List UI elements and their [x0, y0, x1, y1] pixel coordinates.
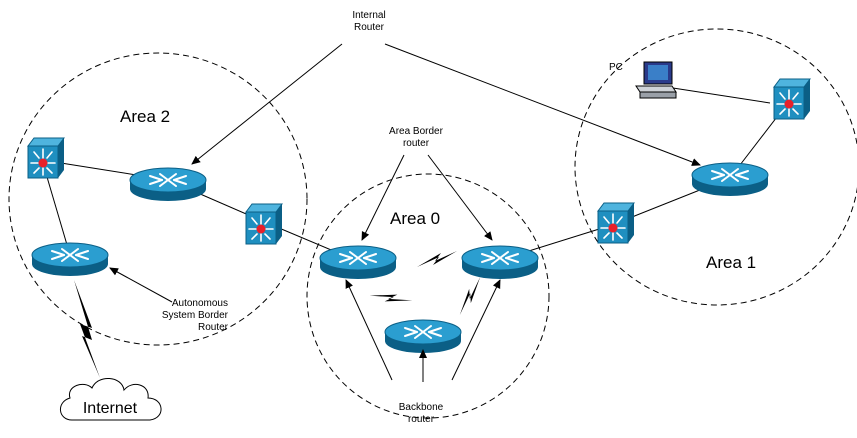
switch-icon [27, 137, 65, 179]
area-0-boundary [306, 173, 550, 419]
asbr-label-line2: System Border [162, 310, 229, 321]
area-2-label: Area 2 [120, 107, 170, 126]
abr-label-line2: router [403, 138, 430, 149]
area-2-boundary [8, 52, 308, 346]
router-icon [384, 319, 462, 354]
pc-icon [635, 61, 677, 99]
switch-icon [773, 78, 811, 120]
internet-label: Internet [83, 400, 138, 417]
area-0-label: Area 0 [390, 209, 440, 228]
router-icon [691, 162, 769, 197]
serial-link-bolt [417, 251, 457, 267]
internal-router-label-line2: Router [354, 22, 385, 33]
abr-label-line1: Area Border [389, 126, 444, 137]
arrow-backbone-1 [345, 279, 393, 381]
arrow-internal-router-area2 [191, 43, 343, 165]
backbone-label-line1: Backbone [399, 402, 444, 413]
serial-link-bolt [369, 281, 413, 315]
arrow-abr-1 [361, 154, 405, 241]
pc-label: PC [609, 62, 623, 73]
arrow-asbr [109, 267, 173, 303]
router-icon [129, 167, 207, 202]
internal-router-label-line1: Internal [352, 10, 385, 21]
internet-cloud [60, 378, 162, 421]
router-icon [31, 242, 109, 277]
arrow-backbone-3 [451, 279, 501, 381]
area-1-label: Area 1 [706, 253, 756, 272]
asbr-label-line3: Router [198, 322, 229, 333]
router-icon [319, 245, 397, 280]
switch-icon [597, 202, 635, 244]
backbone-label-line2: router [408, 414, 435, 425]
arrow-abr-2 [427, 154, 493, 241]
internet-serial-bolt [74, 280, 100, 378]
router-icon [461, 245, 539, 280]
serial-link-bolt [449, 277, 491, 315]
switch-icon [245, 203, 283, 245]
arrow-internal-router-area1 [384, 43, 701, 166]
asbr-label-line1: Autonomous [172, 298, 228, 309]
